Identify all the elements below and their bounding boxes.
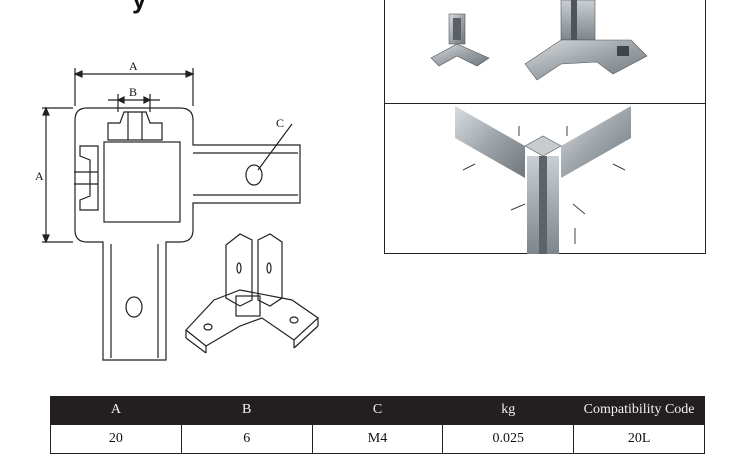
cell-c: M4 <box>311 424 444 454</box>
header-compatibility-code: Compatibility Code <box>573 396 705 425</box>
dimension-label-b: B <box>129 85 137 99</box>
cell-compatibility-code: 20L <box>573 424 705 454</box>
product-photos <box>430 0 648 254</box>
header-kg: kg <box>442 396 575 425</box>
cell-a: 20 <box>50 424 182 454</box>
product-photo-frame <box>384 0 706 254</box>
header-a: A <box>50 396 182 425</box>
photo-divider <box>385 103 705 104</box>
spec-table: A B C kg Compatibility Code 20 6 M4 0.02… <box>50 396 705 454</box>
dimension-label-a-side: A <box>35 169 44 183</box>
technical-drawing: A B A C <box>35 59 319 361</box>
spec-table-header-row: A B C kg Compatibility Code <box>50 396 705 425</box>
cell-b: 6 <box>180 424 313 454</box>
dimension-label-c: C <box>276 116 284 130</box>
assembly-photo <box>455 106 631 254</box>
header-b: B <box>180 396 313 425</box>
large-connector-photo <box>524 0 648 81</box>
table-row: 20 6 M4 0.025 20L <box>50 424 705 454</box>
header-c: C <box>311 396 444 425</box>
title-fragment: y <box>132 0 146 15</box>
cell-kg: 0.025 <box>442 424 575 454</box>
dimension-label-a-top: A <box>129 59 138 73</box>
small-connector-photo <box>430 13 490 67</box>
